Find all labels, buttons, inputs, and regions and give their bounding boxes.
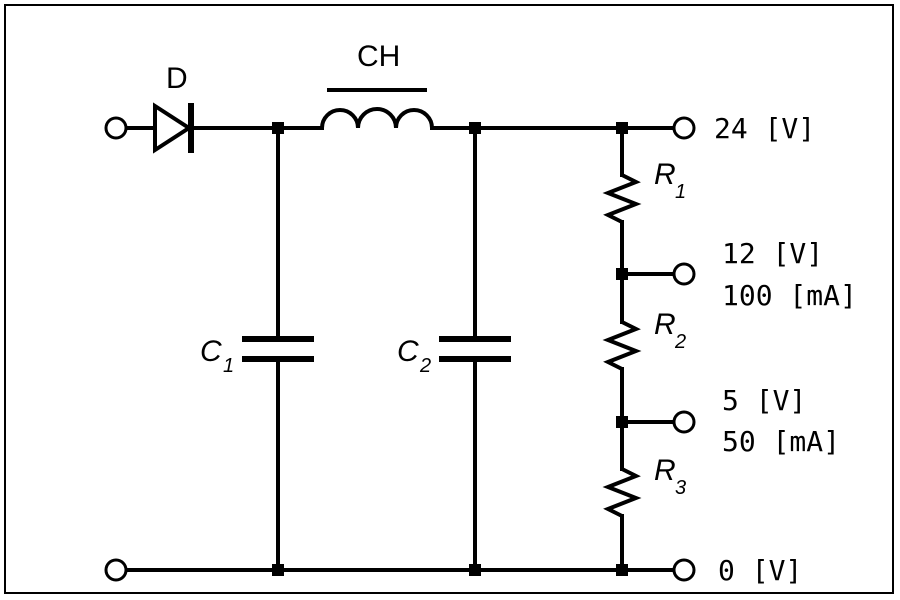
junction-node xyxy=(616,122,628,134)
r3-subscript: 3 xyxy=(675,477,686,499)
c1-letter: C xyxy=(200,335,222,368)
output-12v-current-label: 100 [mA] xyxy=(722,279,857,312)
resistor-r1-symbol xyxy=(602,173,642,224)
capacitor-c1-label: C 1 xyxy=(200,335,234,377)
terminal-12v xyxy=(672,262,696,286)
diode-label: D xyxy=(166,62,188,95)
choke-symbol xyxy=(320,88,434,129)
output-24v-label: 24 [V] xyxy=(714,112,815,145)
r2-letter: R xyxy=(654,308,676,341)
resistor-r3-label: R 3 xyxy=(654,454,686,499)
junction-node xyxy=(469,122,481,134)
junction-node xyxy=(616,416,628,428)
resistor-r2-label: R 2 xyxy=(654,308,686,353)
terminal-input-top xyxy=(104,116,128,140)
diode-symbol xyxy=(153,102,194,154)
resistor-r2-symbol xyxy=(602,320,642,371)
r2-subscript: 2 xyxy=(674,331,686,353)
junction-node xyxy=(469,564,481,576)
capacitor-c1-symbol xyxy=(242,336,314,362)
c2-letter: C xyxy=(397,335,419,368)
junction-node xyxy=(616,564,628,576)
junction-node xyxy=(272,122,284,134)
capacitor-c2-symbol xyxy=(439,336,511,362)
c2-subscript: 2 xyxy=(419,355,431,377)
junction-node xyxy=(616,268,628,280)
resistor-r1-label: R 1 xyxy=(654,158,686,203)
terminal-0v xyxy=(672,558,696,582)
terminal-24v xyxy=(672,116,696,140)
junction-node xyxy=(272,564,284,576)
capacitor-c2-label: C 2 xyxy=(397,335,431,377)
diagram-frame xyxy=(4,4,894,594)
output-5v-current-label: 50 [mA] xyxy=(722,425,840,458)
output-12v-label: 12 [V] xyxy=(722,237,823,270)
r1-subscript: 1 xyxy=(675,181,686,203)
resistor-r3-symbol xyxy=(602,467,642,518)
output-0v-label: 0 [V] xyxy=(718,554,802,587)
r1-letter: R xyxy=(654,158,676,191)
r3-letter: R xyxy=(654,454,676,487)
terminal-5v xyxy=(672,410,696,434)
output-5v-label: 5 [V] xyxy=(722,384,806,417)
c1-subscript: 1 xyxy=(223,355,234,377)
terminal-input-bottom xyxy=(104,558,128,582)
choke-label: CH xyxy=(357,40,400,73)
